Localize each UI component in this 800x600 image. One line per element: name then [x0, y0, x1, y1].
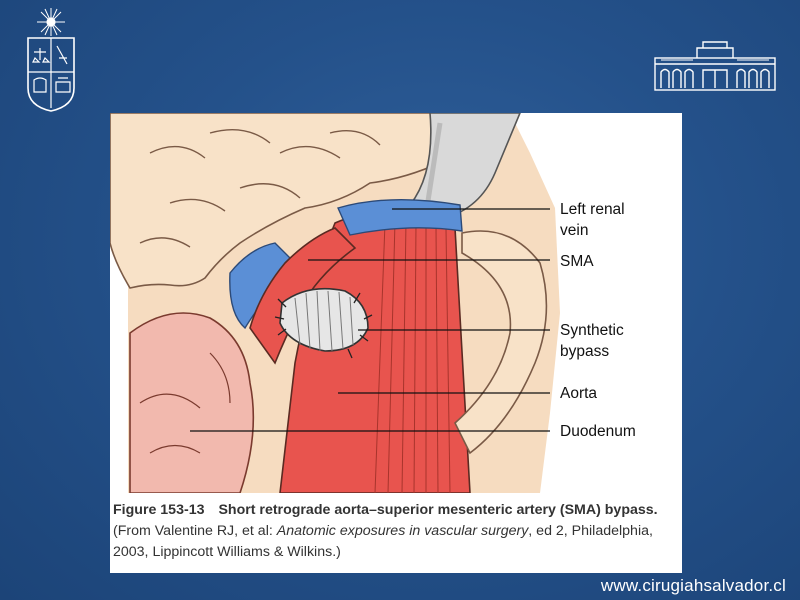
- right-bowel: [454, 230, 548, 455]
- label-left-renal-vein-2: vein: [560, 222, 588, 239]
- label-synthetic: Synthetic: [560, 322, 624, 339]
- figure-title: Short retrograde aorta–superior mesenter…: [218, 502, 658, 518]
- duodenum-shape: [129, 312, 255, 493]
- site-url: www.cirugiahsalvador.cl: [600, 576, 786, 595]
- figure-caption: Figure 153-13 Short retrograde aorta–sup…: [113, 500, 679, 563]
- label-duodenum: Duodenum: [560, 423, 636, 440]
- source-suffix: , ed 2, Philadelphia, 2003, Lippincott W…: [113, 523, 653, 560]
- label-bypass: bypass: [560, 343, 609, 360]
- synthetic-graft-shape: [274, 287, 373, 359]
- label-left-renal-vein: Left renal: [560, 201, 625, 218]
- hospital-building-logo: [654, 41, 776, 91]
- figure-number: Figure 153-13: [113, 502, 205, 518]
- anatomical-illustration: Left renal vein SMA Synthetic bypass Aor…: [110, 113, 682, 493]
- label-aorta: Aorta: [560, 385, 597, 402]
- figure-card: Left renal vein SMA Synthetic bypass Aor…: [110, 113, 682, 573]
- source-title: Anatomic exposures in vascular surgery: [276, 523, 529, 539]
- label-sma: SMA: [560, 253, 594, 270]
- university-crest-logo: [27, 8, 75, 112]
- source-prefix: (From Valentine RJ, et al:: [113, 523, 277, 539]
